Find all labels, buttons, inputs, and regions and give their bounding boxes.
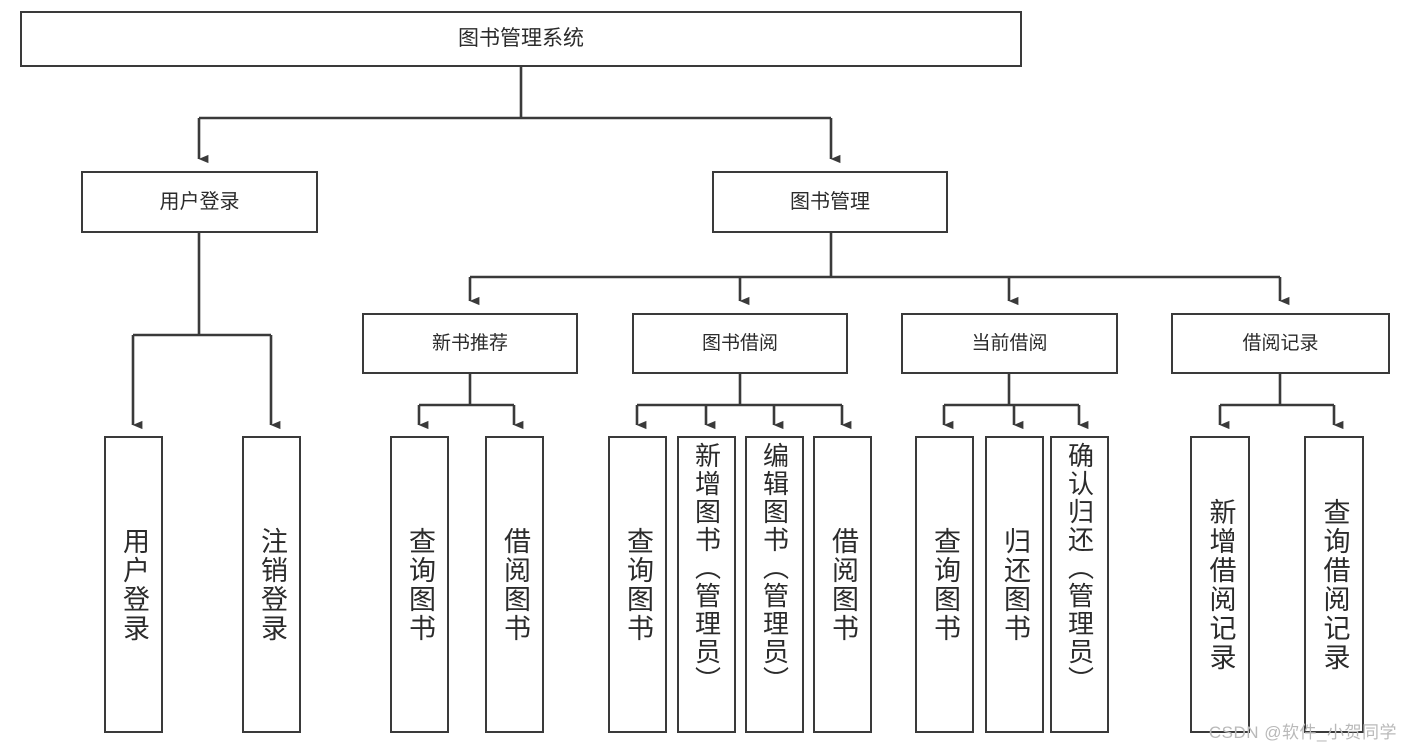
node-leaf-return-book[interactable]: 归还图书 <box>985 436 1044 733</box>
node-leaf-user-login[interactable]: 用户登录 <box>104 436 163 733</box>
node-book-borrow-label: 图书借阅 <box>701 332 778 354</box>
node-leaf-borrow-book-1-label: 借阅图书 <box>500 526 530 643</box>
node-leaf-edit-book[interactable]: 编辑图书（管理员） <box>745 436 804 733</box>
node-book-borrow[interactable]: 图书借阅 <box>632 313 848 374</box>
node-current-borrow-label: 当前借阅 <box>971 332 1048 354</box>
node-leaf-borrow-book-2[interactable]: 借阅图书 <box>813 436 872 733</box>
node-leaf-user-login-label: 用户登录 <box>119 526 149 643</box>
node-leaf-query-book-2-label: 查询图书 <box>623 526 653 643</box>
node-leaf-edit-book-label: 编辑图书（管理员） <box>759 442 790 694</box>
node-leaf-query-book-1[interactable]: 查询图书 <box>390 436 449 733</box>
node-leaf-borrow-book-2-label: 借阅图书 <box>828 526 858 643</box>
node-root-label: 图书管理系统 <box>458 27 584 51</box>
node-leaf-user-logout[interactable]: 注销登录 <box>242 436 301 733</box>
node-root[interactable]: 图书管理系统 <box>20 11 1022 67</box>
node-new-book-recommend-label: 新书推荐 <box>431 332 508 354</box>
node-borrow-record-label: 借阅记录 <box>1242 332 1319 354</box>
node-current-borrow[interactable]: 当前借阅 <box>901 313 1118 374</box>
node-leaf-query-record-label: 查询借阅记录 <box>1319 497 1350 672</box>
node-leaf-add-book[interactable]: 新增图书（管理员） <box>677 436 736 733</box>
node-book-management[interactable]: 图书管理 <box>712 171 948 233</box>
node-leaf-borrow-book-1[interactable]: 借阅图书 <box>485 436 544 733</box>
node-book-management-label: 图书管理 <box>790 190 870 213</box>
node-leaf-query-book-3-label: 查询图书 <box>930 526 960 643</box>
node-leaf-query-book-1-label: 查询图书 <box>405 526 435 643</box>
node-leaf-confirm-return-label: 确认归还（管理员） <box>1064 442 1095 694</box>
node-leaf-query-book-3[interactable]: 查询图书 <box>915 436 974 733</box>
node-leaf-add-book-label: 新增图书（管理员） <box>691 442 722 694</box>
node-user-login-label: 用户登录 <box>159 190 240 213</box>
node-user-login[interactable]: 用户登录 <box>81 171 318 233</box>
node-leaf-return-book-label: 归还图书 <box>1000 526 1030 643</box>
node-leaf-add-record-label: 新增借阅记录 <box>1205 497 1236 672</box>
node-leaf-user-logout-label: 注销登录 <box>257 526 287 643</box>
node-leaf-query-record[interactable]: 查询借阅记录 <box>1304 436 1364 733</box>
node-new-book-recommend[interactable]: 新书推荐 <box>362 313 578 374</box>
node-borrow-record[interactable]: 借阅记录 <box>1171 313 1390 374</box>
watermark: CSDN @软件_小贺同学 <box>1208 723 1397 742</box>
node-leaf-confirm-return[interactable]: 确认归还（管理员） <box>1050 436 1109 733</box>
node-leaf-query-book-2[interactable]: 查询图书 <box>608 436 667 733</box>
node-leaf-add-record[interactable]: 新增借阅记录 <box>1190 436 1250 733</box>
